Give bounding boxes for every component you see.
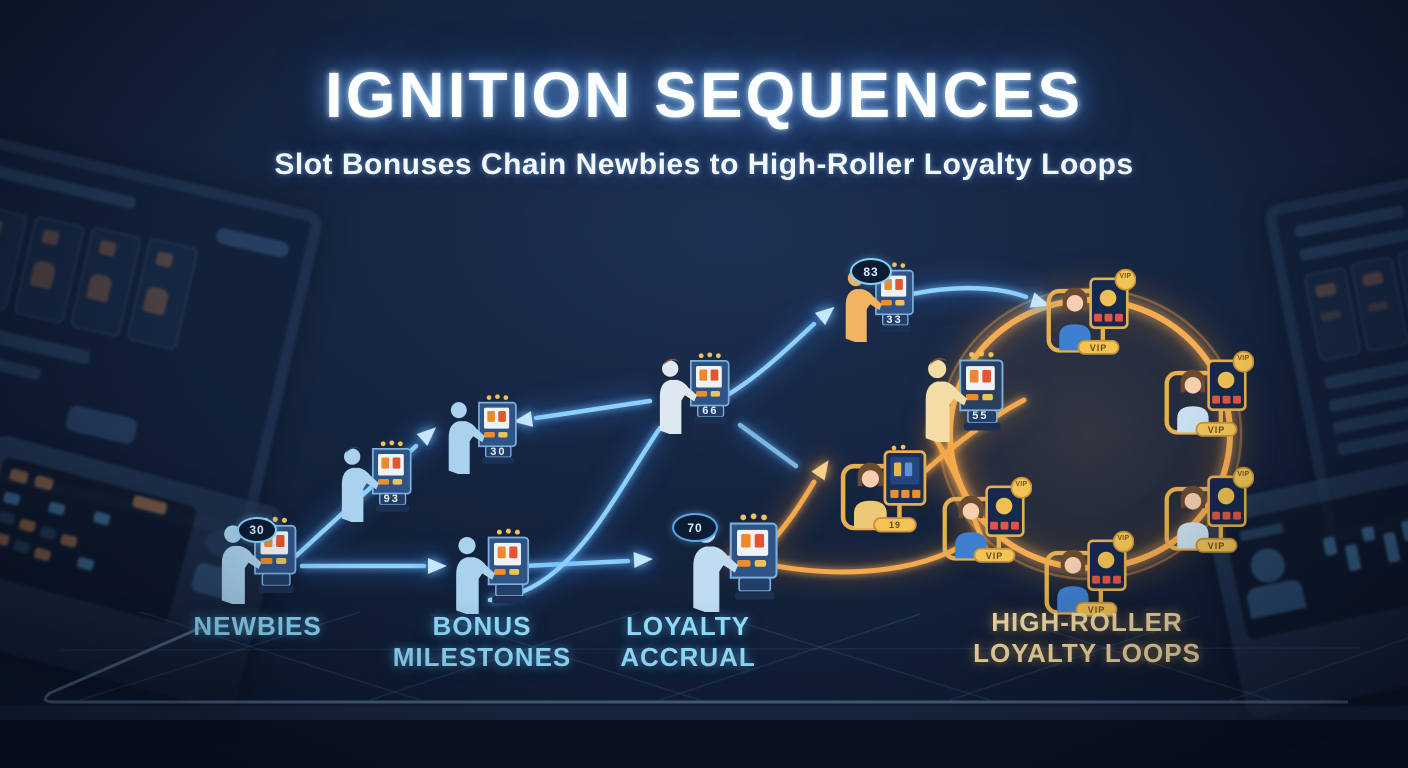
stage-label-newbies: NEWBIES xyxy=(193,611,322,641)
player-slot-machine-icon xyxy=(332,436,424,522)
figure-milestone-player: 30 xyxy=(436,390,532,474)
loop-entry-player-card: 19 xyxy=(834,442,934,534)
entry-credit-pill: 19 xyxy=(888,520,901,531)
machine-credit-label: 30 xyxy=(490,445,507,458)
machine-credit-label: 93 xyxy=(383,493,400,505)
vip-player-card-left-lower: VIP VIP xyxy=(936,476,1032,564)
player-slot-machine-icon xyxy=(444,524,544,614)
page-title: IGNITION SEQUENCES xyxy=(324,59,1084,131)
arrow-peak-to-loop xyxy=(909,285,1029,300)
credit-bubble-peak: 83 xyxy=(850,258,892,285)
stage-label-bonus-milestones: BONUS MILESTONES xyxy=(392,611,572,672)
arrow-accrual-to-milestone xyxy=(533,398,653,421)
vip-player-card-top: VIP VIP xyxy=(1040,268,1136,356)
machine-credit-label: 66 xyxy=(702,405,719,417)
figure-bonus-front-player xyxy=(444,524,544,614)
vip-pill-badge: VIP xyxy=(1089,342,1108,353)
figure-bonus-back-player: 93 xyxy=(332,436,424,522)
vip-coin-badge: VIP xyxy=(1237,470,1250,478)
figure-accrual-upper-player: 66 xyxy=(648,348,744,434)
vip-coin-badge: VIP xyxy=(1119,272,1132,280)
credit-bubble-loyalty: 70 xyxy=(672,513,718,542)
stage-label-high-roller-loops: HIGH-ROLLER LOYALTY LOOPS xyxy=(973,607,1201,668)
figure-loop-side-player: 55 xyxy=(918,346,1014,442)
vip-pill-badge: VIP xyxy=(1207,424,1226,435)
vip-player-card-right-lower: VIP VIP xyxy=(1158,466,1254,554)
vip-coin-badge: VIP xyxy=(1237,354,1250,362)
player-slot-machine-icon xyxy=(648,348,744,434)
vip-coin-badge: VIP xyxy=(1117,534,1130,542)
vip-coin-badge: VIP xyxy=(1015,480,1028,488)
credit-bubble-newbies: 30 xyxy=(237,517,277,543)
vip-player-card-right-upper: VIP VIP xyxy=(1158,350,1254,438)
machine-credit-label: 55 xyxy=(972,410,989,423)
curve-accrual-to-entry xyxy=(737,422,799,469)
vip-pill-badge: VIP xyxy=(985,550,1004,561)
player-slot-machine-icon xyxy=(918,346,1014,442)
vip-player-card-bottom: VIP VIP xyxy=(1038,530,1134,618)
player-slot-machine-icon xyxy=(436,390,532,474)
machine-credit-label: 33 xyxy=(886,313,903,326)
page-subtitle: Slot Bonuses Chain Newbies to High-Rolle… xyxy=(274,148,1134,181)
stage-label-loyalty-accrual: LOYALTY ACCRUAL xyxy=(620,611,756,672)
vip-pill-badge: VIP xyxy=(1207,540,1226,551)
